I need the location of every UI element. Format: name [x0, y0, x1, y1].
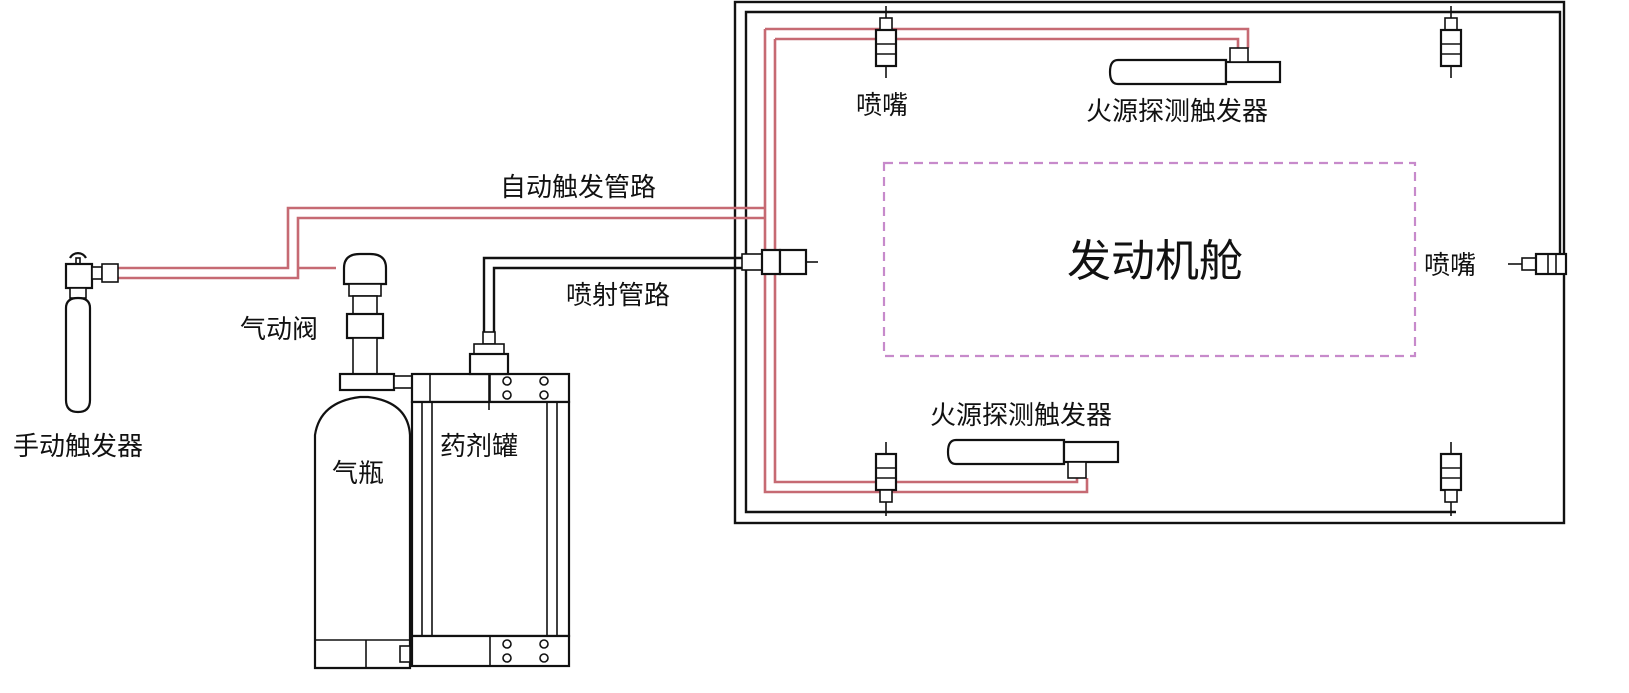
- nozzle-bottom-left: [874, 442, 898, 516]
- nozzle-right: [1508, 252, 1568, 276]
- manual-trigger-label: 手动触发器: [13, 432, 143, 462]
- spray-pipe: [482, 256, 765, 340]
- fire-suppression-system-diagram: 发动机舱 手动触发器 气动阀: [13, 0, 1568, 670]
- pneumatic-valve-label: 气动阀: [240, 315, 318, 345]
- gas-cylinder-label: 气瓶: [332, 459, 384, 489]
- gas-cylinder: 气瓶: [313, 372, 413, 670]
- engine-compartment: 发动机舱: [882, 161, 1417, 358]
- pneumatic-valve: 气动阀: [240, 252, 388, 375]
- spray-pipe-label: 喷射管路: [566, 281, 670, 311]
- manual-trigger: 手动触发器: [13, 252, 143, 462]
- engine-compartment-label: 发动机舱: [1067, 236, 1243, 287]
- fire-detector-bottom-label: 火源探测触发器: [930, 401, 1112, 431]
- agent-tank: 药剂罐: [410, 331, 571, 668]
- fire-detector-bottom: [946, 438, 1120, 479]
- nozzle-top-label: 喷嘴: [856, 91, 908, 121]
- nozzle-top-right: [1439, 6, 1463, 78]
- nozzle-top-left: [874, 6, 898, 78]
- auto-trigger-pipe-label: 自动触发管路: [500, 173, 656, 203]
- nozzle-right-label: 喷嘴: [1424, 251, 1476, 281]
- fire-detector-top-label: 火源探测触发器: [1086, 97, 1268, 127]
- wall-fitting: [741, 248, 818, 276]
- agent-tank-label: 药剂罐: [440, 432, 518, 462]
- fire-detector-top: [1108, 47, 1282, 86]
- nozzle-bottom-right: [1439, 442, 1463, 516]
